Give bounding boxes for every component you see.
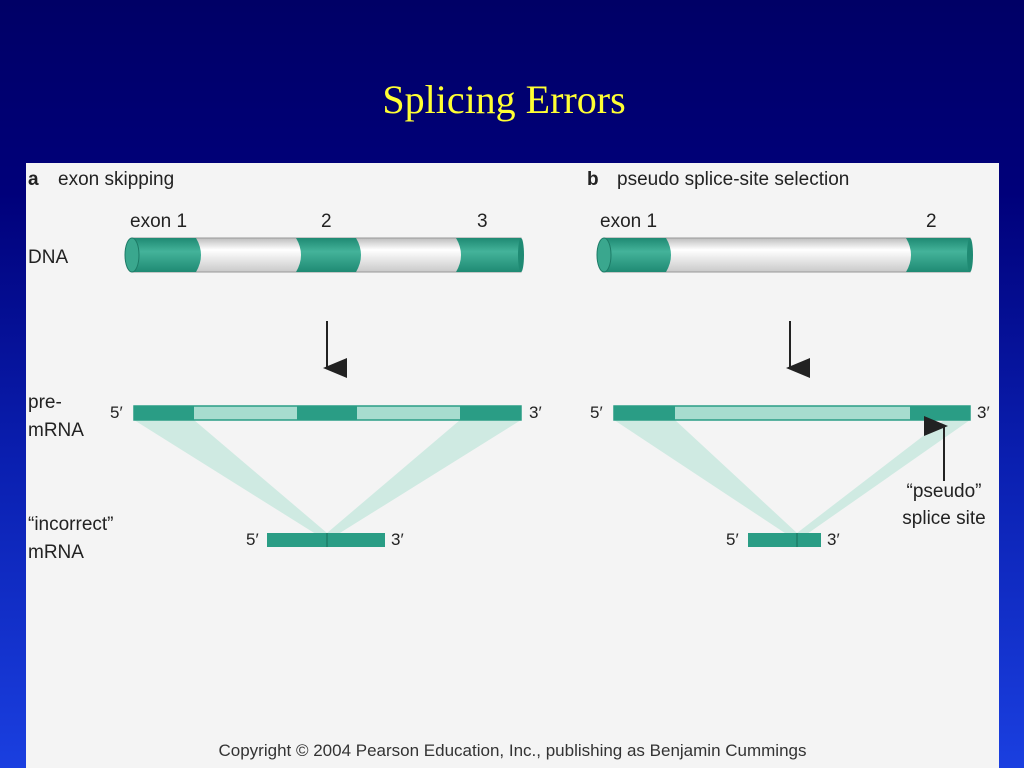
panel-a-dna-cylinder <box>124 237 524 273</box>
premrna-exon-1 <box>134 406 194 420</box>
panel-b-premrna-5prime: 5′ <box>590 403 603 422</box>
mrna-exon-1 <box>748 533 797 547</box>
panel-a-splice-shade-left <box>134 420 327 541</box>
dna-end-shade <box>967 238 973 272</box>
mrna-exon-3 <box>327 533 385 547</box>
panel-b: b pseudo splice-site selection exon 1 2 … <box>587 169 990 549</box>
mrna-exon-1 <box>267 533 327 547</box>
premrna-exon-2 <box>910 406 970 420</box>
panel-a-mrna-bar <box>267 533 385 547</box>
panel-b-heading: pseudo splice-site selection <box>617 169 849 190</box>
panel-a-letter: a <box>28 169 39 190</box>
dna-end-cap <box>124 237 140 273</box>
panel-a-premrna-bar <box>133 405 522 421</box>
panel-b-premrna-bar <box>613 405 971 421</box>
premrna-exon-1 <box>614 406 675 420</box>
panel-a-mrna-3prime: 3′ <box>391 530 404 549</box>
incorrect-mrna-label-line1: “incorrect” <box>28 514 114 535</box>
dna-label: DNA <box>28 247 68 268</box>
mrna-partial-intron <box>797 533 821 547</box>
splicing-diagram: a exon skipping exon 1 2 3 DNA pre- mRNA <box>28 169 990 563</box>
panel-a-exon2-label: 2 <box>321 211 332 232</box>
dna-exon-1 <box>132 238 201 272</box>
panel-b-splice-shade-left <box>614 420 797 541</box>
dna-exon-1 <box>604 238 671 272</box>
premrna-label-line1: pre- <box>28 392 62 413</box>
panel-a-premrna-5prime: 5′ <box>110 403 123 422</box>
panel-b-dna-cylinder <box>596 237 973 273</box>
panel-b-mrna-bar <box>748 533 821 547</box>
panel-b-premrna-3prime: 3′ <box>977 403 990 422</box>
pseudo-site-label-line1: “pseudo” <box>907 481 982 502</box>
dna-exon-2 <box>906 238 970 272</box>
incorrect-mrna-label-line2: mRNA <box>28 542 84 563</box>
panel-a: a exon skipping exon 1 2 3 DNA pre- mRNA <box>28 169 542 563</box>
dna-end-shade <box>518 238 524 272</box>
panel-a-premrna-3prime: 3′ <box>529 403 542 422</box>
panel-b-exon2-label: 2 <box>926 211 937 232</box>
panel-b-exon1-label: exon 1 <box>600 211 657 232</box>
slide-title: Splicing Errors <box>382 77 626 122</box>
premrna-label-line2: mRNA <box>28 420 84 441</box>
panel-b-splice-shade-right <box>797 420 970 541</box>
panel-a-splice-shade-right <box>327 420 521 541</box>
panel-a-exon3-label: 3 <box>477 211 488 232</box>
panel-b-mrna-5prime: 5′ <box>726 530 739 549</box>
dna-end-cap <box>596 237 612 273</box>
panel-a-heading: exon skipping <box>58 169 174 190</box>
dna-exon-2 <box>296 238 361 272</box>
dna-exon-3 <box>456 238 521 272</box>
copyright-notice: Copyright © 2004 Pearson Education, Inc.… <box>218 741 807 760</box>
figure-panel: a exon skipping exon 1 2 3 DNA pre- mRNA <box>26 163 999 768</box>
panel-a-exon1-label: exon 1 <box>130 211 187 232</box>
panel-b-mrna-3prime: 3′ <box>827 530 840 549</box>
premrna-exon-3 <box>460 406 521 420</box>
panel-b-letter: b <box>587 169 599 190</box>
panel-a-mrna-5prime: 5′ <box>246 530 259 549</box>
premrna-exon-2 <box>297 406 357 420</box>
pseudo-site-label-line2: splice site <box>902 508 985 529</box>
